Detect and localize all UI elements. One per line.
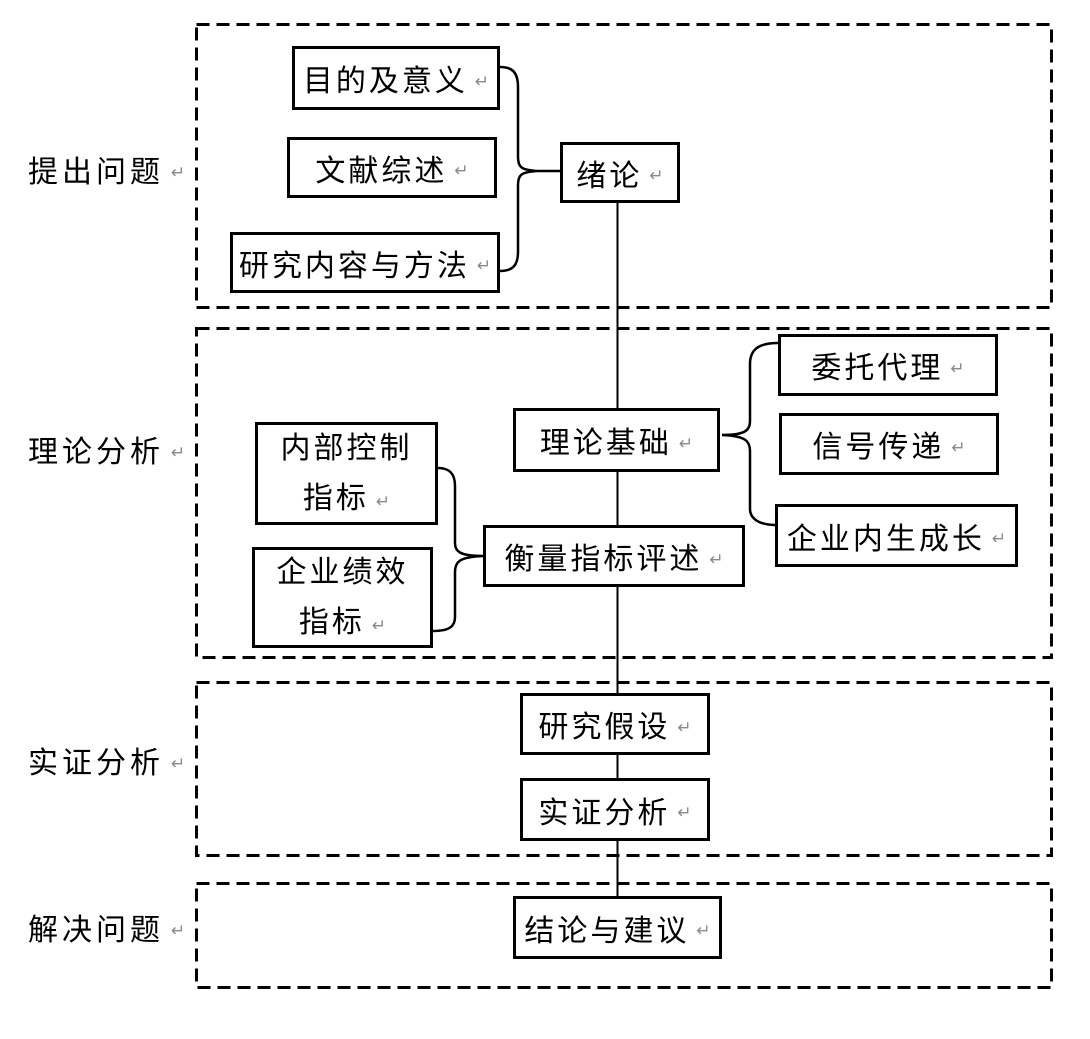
brace-theory-basis — [721, 341, 779, 527]
box-label: 目的及意义 — [302, 65, 468, 98]
brace-introduction — [499, 65, 538, 273]
box-label-line1: 内部控制 — [280, 431, 413, 465]
row-label-raise-question: 提出问题 ↵ — [28, 149, 185, 189]
paragraph-mark-icon: ↵ — [171, 162, 186, 183]
paragraph-mark-icon: ↵ — [375, 492, 391, 512]
box-literature-review: 文献综述 ↵ — [287, 137, 497, 198]
box-label: 研究内容与方法 — [238, 249, 470, 283]
row-label-theory-analysis: 理论分析 ↵ — [28, 429, 185, 469]
box-label: 委托代理 — [811, 352, 944, 385]
box-performance-indicators: 企业绩效 指标 ↵ — [252, 547, 433, 648]
paragraph-mark-icon: ↵ — [474, 71, 490, 92]
box-label: 研究假设 — [538, 711, 671, 744]
paragraph-mark-icon: ↵ — [171, 442, 186, 463]
box-label-line1: 企业绩效 — [276, 555, 409, 589]
section-frame-theory-analysis — [195, 327, 1053, 659]
box-research-hypothesis: 研究假设 ↵ — [520, 693, 710, 755]
box-label: 企业内生成长 — [786, 522, 985, 556]
paragraph-mark-icon: ↵ — [454, 161, 469, 181]
box-research-content-methods: 研究内容与方法 ↵ — [230, 232, 500, 293]
box-conclusion-suggestions: 结论与建议 ↵ — [513, 896, 722, 959]
paragraph-mark-icon: ↵ — [171, 753, 186, 774]
paragraph-mark-icon: ↵ — [171, 920, 186, 941]
box-label: 实证分析 — [538, 796, 671, 830]
paragraph-mark-icon: ↵ — [951, 437, 966, 458]
row-label-solve-problem: 解决问题 ↵ — [28, 907, 185, 947]
row-label-text: 解决问题 — [28, 914, 164, 947]
box-principal-agent: 委托代理 ↵ — [778, 334, 998, 396]
paragraph-mark-icon: ↵ — [678, 433, 694, 454]
box-purpose-significance: 目的及意义 ↵ — [292, 46, 500, 110]
box-label: 理论基础 — [539, 427, 672, 460]
box-label: 衡量指标评述 — [504, 543, 703, 576]
paragraph-mark-icon: ↵ — [677, 803, 692, 823]
box-label: 信号传递 — [812, 431, 945, 464]
box-signaling: 信号传递 ↵ — [779, 413, 999, 475]
paragraph-mark-icon: ↵ — [371, 616, 387, 636]
paragraph-mark-icon: ↵ — [476, 256, 492, 276]
row-label-text: 提出问题 — [28, 156, 164, 189]
row-label-empirical-analysis: 实证分析 ↵ — [28, 740, 185, 780]
section-frame-raise-question — [195, 23, 1053, 309]
box-label: 文献综述 — [315, 154, 448, 188]
paragraph-mark-icon: ↵ — [649, 166, 664, 186]
box-theory-basis: 理论基础 ↵ — [513, 408, 720, 472]
paragraph-mark-icon: ↵ — [950, 358, 965, 379]
box-label-line2: 指标 — [302, 481, 369, 515]
box-internal-control-indicators: 内部控制 指标 ↵ — [255, 422, 438, 525]
box-endogenous-growth: 企业内生成长 ↵ — [775, 504, 1018, 567]
row-label-text: 实证分析 — [28, 747, 164, 780]
paragraph-mark-icon: ↵ — [991, 529, 1007, 549]
section-frame-empirical-analysis — [195, 681, 1053, 857]
paragraph-mark-icon: ↵ — [709, 549, 724, 570]
box-introduction: 绪论 ↵ — [560, 142, 680, 203]
box-label-line2: 指标 — [298, 605, 365, 639]
brace-indicator-review — [432, 466, 484, 633]
paragraph-mark-icon: ↵ — [696, 921, 711, 941]
row-label-text: 理论分析 — [28, 436, 164, 469]
box-label: 结论与建议 — [524, 914, 690, 948]
section-frame-solve-problem — [195, 882, 1053, 989]
paragraph-mark-icon: ↵ — [677, 717, 692, 738]
box-label: 绪论 — [576, 159, 643, 193]
box-indicator-review: 衡量指标评述 ↵ — [483, 525, 745, 587]
box-empirical-analysis: 实证分析 ↵ — [520, 778, 710, 841]
